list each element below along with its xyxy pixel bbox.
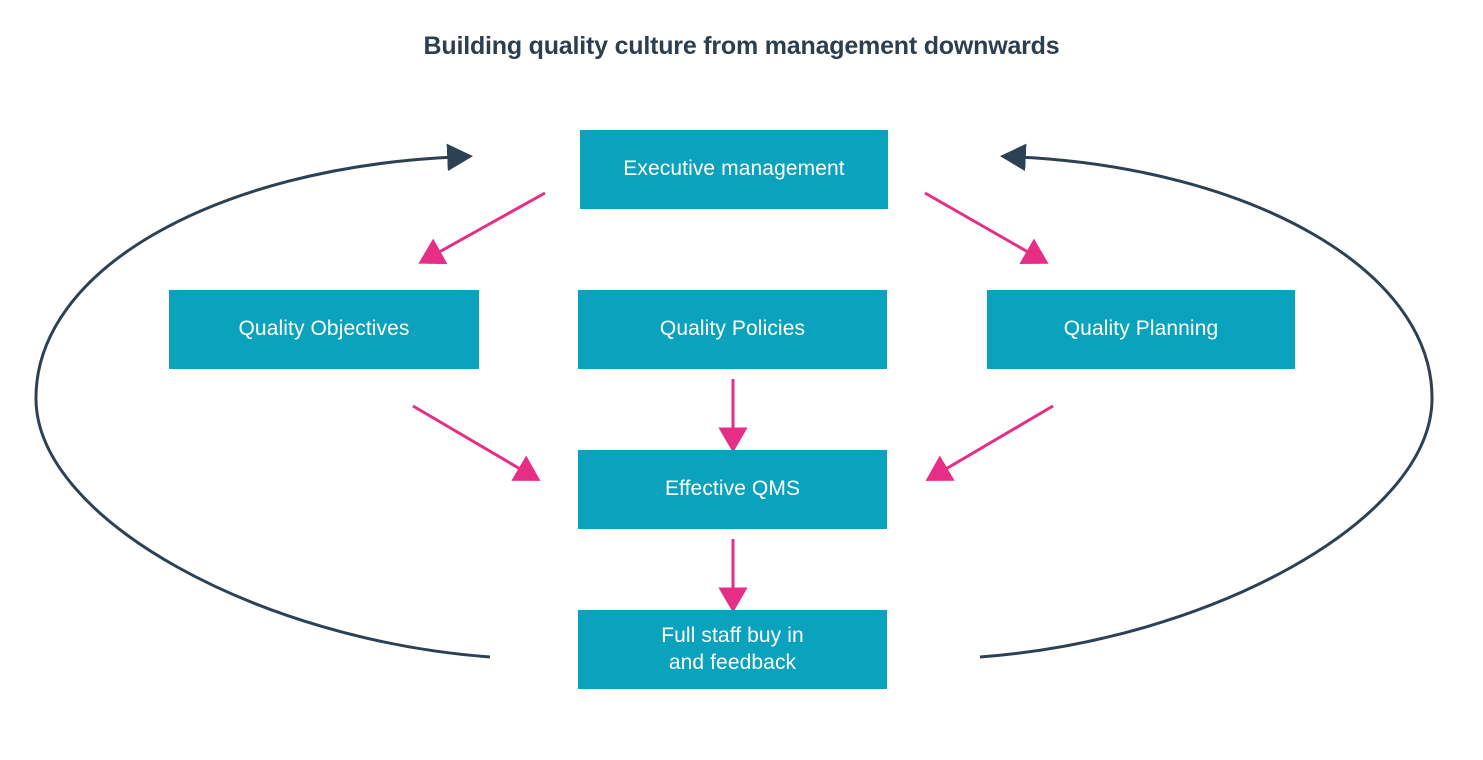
node-full-staff-buy-in-label: Full staff buy in and feedback bbox=[661, 623, 804, 674]
arrow-exec-to-planning[interactable] bbox=[924, 191, 1049, 264]
node-quality-objectives-label: Quality Objectives bbox=[238, 317, 410, 341]
page-title: Building quality culture from management… bbox=[423, 32, 1060, 60]
node-effective-qms-label: Effective QMS bbox=[664, 477, 801, 501]
node-quality-policies-label: Quality Policies bbox=[659, 317, 806, 341]
node-quality-objectives[interactable]: Quality Objectives bbox=[169, 290, 479, 369]
feedback-loop-right-arrow[interactable] bbox=[979, 143, 1434, 659]
node-quality-planning-label: Quality Planning bbox=[1063, 317, 1219, 341]
feedback-loop-left-arrow[interactable] bbox=[34, 143, 491, 659]
node-effective-qms[interactable]: Effective QMS bbox=[578, 450, 887, 529]
node-full-staff-buy-in[interactable]: Full staff buy in and feedback bbox=[578, 610, 887, 689]
node-quality-policies[interactable]: Quality Policies bbox=[578, 290, 887, 369]
node-quality-planning[interactable]: Quality Planning bbox=[987, 290, 1295, 369]
node-executive-management[interactable]: Executive management bbox=[580, 130, 888, 209]
arrow-exec-to-objectives[interactable] bbox=[418, 191, 546, 265]
arrow-objectives-to-qms[interactable] bbox=[412, 404, 541, 481]
arrow-planning-to-qms[interactable] bbox=[925, 404, 1054, 481]
node-executive-management-label: Executive management bbox=[623, 157, 845, 181]
